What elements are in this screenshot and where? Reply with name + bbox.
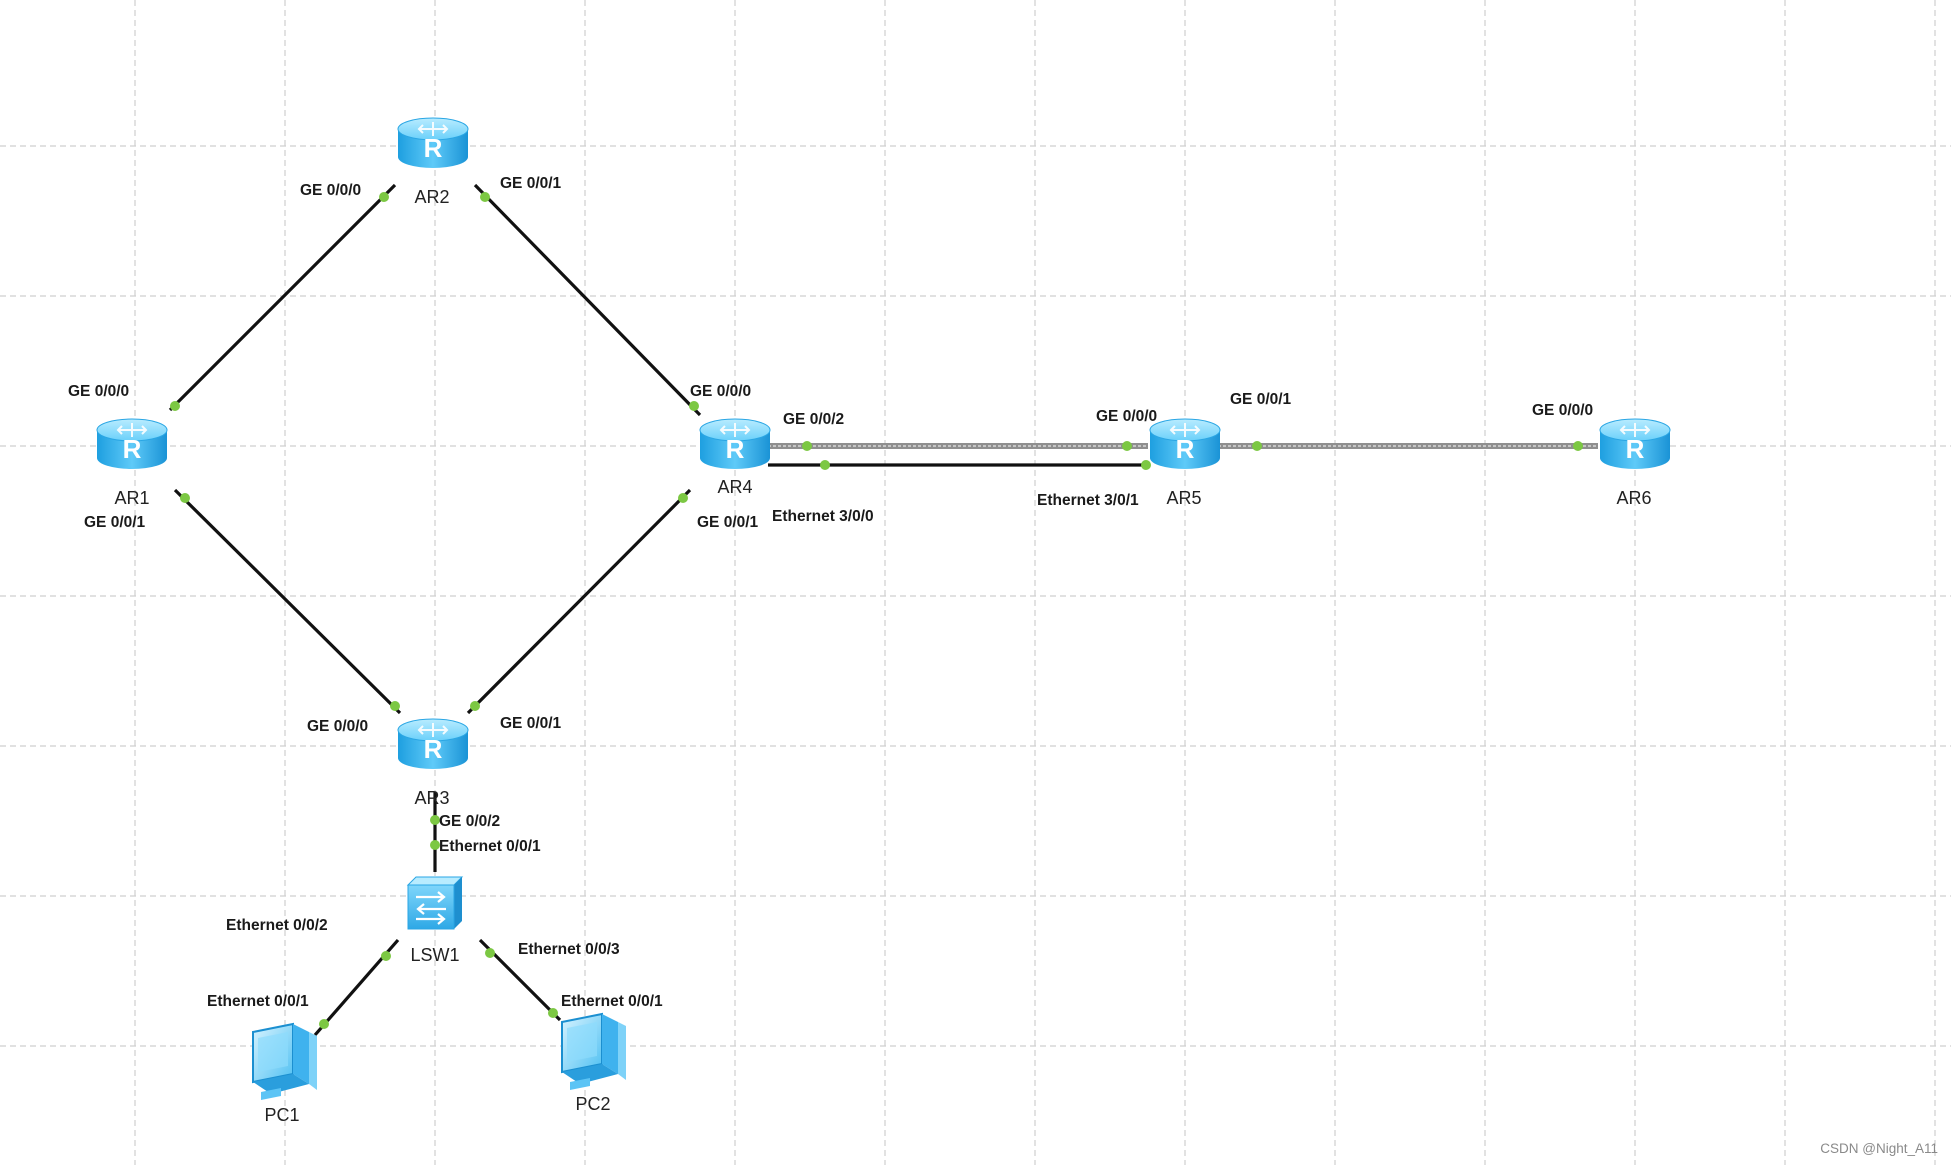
port-label-lsw1-eth002: Ethernet 0/0/2	[226, 917, 328, 934]
port-label-ar3-ge002: GE 0/0/2	[439, 813, 500, 830]
ar3-label: AR3	[414, 788, 449, 808]
pc-icon	[252, 1023, 318, 1101]
port-label-ar3-ge000: GE 0/0/0	[307, 718, 368, 735]
link-ar1-ar2[interactable]	[168, 183, 397, 412]
port-label-ar2-ge001: GE 0/0/1	[500, 175, 562, 192]
device-labels: AR2 AR1 AR4 AR5 AR6 AR3 LSW1 PC1 PC2	[114, 187, 1651, 1125]
port-label-ar5-ge001: GE 0/0/1	[1230, 391, 1292, 408]
port-label-ar6-ge000: GE 0/0/0	[1532, 402, 1593, 419]
port-label-lsw1-eth001: Ethernet 0/0/1	[439, 838, 541, 855]
router-icon	[96, 418, 168, 470]
port-dot-ar5-ge001	[1252, 441, 1262, 451]
switch-icon	[406, 875, 464, 931]
router-icon	[1149, 418, 1221, 470]
port-label-ar4-ge001: GE 0/0/1	[697, 514, 759, 531]
port-dot-ar5-eth301	[1141, 460, 1151, 470]
device-pc2[interactable]	[561, 1013, 627, 1091]
port-label-ar2-ge000: GE 0/0/0	[300, 182, 361, 199]
watermark: CSDN @Night_A11	[1820, 1141, 1938, 1156]
port-label-ar1-ge001: GE 0/0/1	[84, 514, 146, 531]
pc-icon	[561, 1013, 627, 1091]
device-ar5[interactable]	[1149, 418, 1221, 470]
port-label-pc2-eth001: Ethernet 0/0/1	[561, 993, 663, 1010]
device-ar6[interactable]	[1599, 418, 1671, 470]
port-dot-ar3-ge001	[470, 701, 480, 711]
port-dot-ar3-ge002	[430, 815, 440, 825]
router-icon	[1599, 418, 1671, 470]
port-label-ar4-eth300: Ethernet 3/0/0	[772, 508, 874, 525]
port-label-ar3-ge001: GE 0/0/1	[500, 715, 562, 732]
device-ar4[interactable]	[699, 418, 771, 470]
ar1-label: AR1	[114, 488, 149, 508]
port-dot-lsw1-eth003	[485, 948, 495, 958]
port-dot-ar1-ge001	[180, 493, 190, 503]
ar6-label: AR6	[1616, 488, 1651, 508]
link-ar1-ar3[interactable]	[173, 488, 402, 715]
link-ar4-ar3[interactable]	[466, 488, 692, 715]
link-ar2-ar4[interactable]	[473, 183, 702, 417]
port-dot-pc2-eth001	[548, 1008, 558, 1018]
port-dot-pc1-eth001	[319, 1019, 329, 1029]
ar2-label: AR2	[414, 187, 449, 207]
port-dot-ar6-ge000	[1573, 441, 1583, 451]
port-dot-lsw1-eth001	[430, 840, 440, 850]
port-label-ar4-ge002: GE 0/0/2	[783, 411, 844, 428]
pc2-label: PC2	[575, 1094, 610, 1114]
lsw1-label: LSW1	[410, 945, 459, 965]
port-label-ar5-ge000: GE 0/0/0	[1096, 408, 1157, 425]
port-label-lsw1-eth003: Ethernet 0/0/3	[518, 941, 620, 958]
pc1-label: PC1	[264, 1105, 299, 1125]
port-dot-ar5-ge000	[1122, 441, 1132, 451]
port-labels: GE 0/0/0 GE 0/0/1 GE 0/0/0 GE 0/0/1 GE 0…	[68, 175, 1593, 1010]
port-dots	[170, 192, 1583, 1029]
links	[168, 183, 1598, 1037]
port-label-ar1-ge000: GE 0/0/0	[68, 383, 129, 400]
device-lsw1[interactable]	[406, 875, 464, 931]
port-label-pc1-eth001: Ethernet 0/0/1	[207, 993, 309, 1010]
port-dot-ar1-ge000	[170, 401, 180, 411]
router-icon	[397, 117, 469, 169]
device-ar3[interactable]	[397, 718, 469, 770]
port-dot-ar3-ge000	[390, 701, 400, 711]
device-pc1[interactable]	[252, 1023, 318, 1101]
device-ar2[interactable]	[397, 117, 469, 169]
port-dot-ar2-ge001	[480, 192, 490, 202]
port-dot-ar4-ge001	[678, 493, 688, 503]
port-dot-ar4-ge002	[802, 441, 812, 451]
device-ar1[interactable]	[96, 418, 168, 470]
ar5-label: AR5	[1166, 488, 1201, 508]
router-icon	[397, 718, 469, 770]
port-dot-ar2-ge000	[379, 192, 389, 202]
port-label-ar5-eth301: Ethernet 3/0/1	[1037, 492, 1139, 509]
ar4-label: AR4	[717, 477, 752, 497]
port-dot-ar4-ge000	[689, 401, 699, 411]
port-label-ar4-ge000: GE 0/0/0	[690, 383, 751, 400]
router-icon	[699, 418, 771, 470]
port-dot-ar4-eth300	[820, 460, 830, 470]
port-dot-lsw1-eth002	[381, 951, 391, 961]
